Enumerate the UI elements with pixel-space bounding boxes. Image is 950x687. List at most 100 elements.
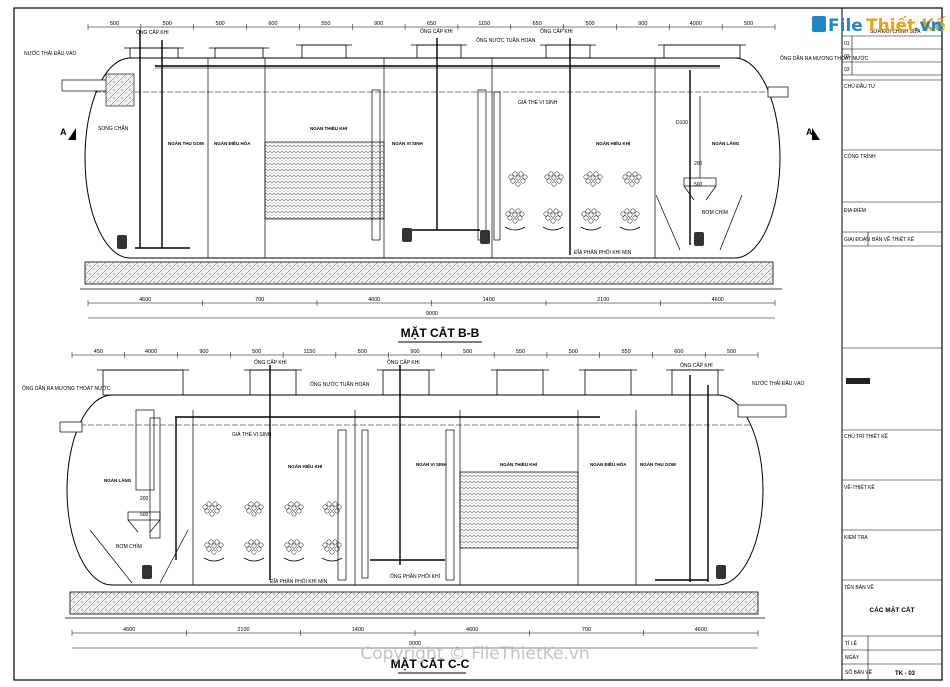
bio-ball [336, 504, 342, 510]
cc-top-dim-value: 500 [358, 349, 367, 355]
bio-ball [593, 171, 599, 177]
cc-baffles [149, 417, 455, 581]
bb-bio-media [504, 171, 642, 231]
bio-ball [336, 542, 342, 548]
cc-top-dim-value: 900 [199, 349, 208, 355]
bio-ball [258, 542, 264, 548]
bio-ball [206, 501, 212, 507]
cc-vertical-pipes [175, 365, 709, 582]
bb-pumps [117, 228, 704, 249]
bio-ball [211, 543, 217, 549]
bio-ball [294, 539, 300, 545]
bb-total-dim: 9000 [426, 311, 438, 317]
bio-ball [588, 218, 594, 224]
bb-section-mark-right: A [806, 127, 813, 137]
bio-ball [557, 211, 563, 217]
bb-label-media: GIÁ THỂ VI SINH [518, 99, 558, 106]
bb-label-d: D100 [676, 120, 688, 126]
bio-ball [555, 215, 561, 221]
bb-label-diffuser: ĐĨA PHÂN PHỐI KHÍ MỊN [574, 249, 632, 256]
cc-top-dim-value: 500 [252, 349, 261, 355]
bio-ball [329, 505, 335, 511]
bb-inlet-pipe [61, 79, 108, 92]
bio-ball [216, 546, 222, 552]
bio-ball [546, 178, 552, 184]
bio-ball [622, 215, 628, 221]
bio-ball [595, 178, 601, 184]
bio-ball [204, 508, 210, 514]
bio-ball [632, 171, 638, 177]
site-logo-icon [812, 16, 826, 32]
bb-label-pipe-top1: ỐNG CẤP KHÍ [136, 29, 169, 36]
bio-ball [286, 546, 292, 552]
bio-ball [551, 175, 557, 181]
bio-ball [591, 208, 597, 214]
bb-label-screen: SONG CHẮN [98, 124, 129, 132]
cc-top-dim-value: 4000 [145, 349, 157, 355]
bio-ball [627, 218, 633, 224]
bio-ball [251, 549, 257, 555]
bio-ball [284, 504, 290, 510]
bio-ball [512, 212, 518, 218]
bio-ball [508, 174, 514, 180]
bio-ball [211, 549, 217, 555]
tb-owner: CHỦ ĐẦU TƯ [844, 83, 876, 90]
cc-label-d500: 500 [140, 512, 149, 518]
bio-ball [291, 543, 297, 549]
bio-ball [553, 208, 559, 214]
bio-ball [622, 174, 628, 180]
cc-label-tank-settle: NGĂN LẮNG [104, 476, 132, 483]
bio-ball [291, 549, 297, 555]
bio-ball [251, 511, 257, 517]
bio-ball [593, 215, 599, 221]
cc-inlet-pipe [737, 404, 787, 418]
cc-top-dim-value: 500 [727, 349, 736, 355]
bb-manholes [124, 44, 746, 59]
bio-ball [626, 171, 632, 177]
bio-ball [329, 549, 335, 555]
cc-top-dim-value: 550 [621, 349, 630, 355]
bio-ball [254, 501, 260, 507]
bb-label-pump: BƠM CHÌM [702, 209, 728, 216]
bio-ball [294, 501, 300, 507]
bb-bottom-dim-value: 700 [255, 297, 264, 303]
bio-ball [585, 178, 591, 184]
diffuser-disc [243, 557, 265, 562]
bio-ball [624, 178, 630, 184]
bb-bottom-dim-value: 1400 [483, 297, 495, 303]
tb-drawing-name: CÁC MẶT CẮT [869, 605, 914, 614]
bb-top-dim-value: 650 [533, 21, 542, 27]
bio-ball [286, 508, 292, 514]
bb-label-inlet: NƯỚC THẢI ĐẦU VÀO [24, 50, 76, 57]
bio-ball [256, 508, 262, 514]
bio-ball [587, 171, 593, 177]
cc-label-d200: 200 [140, 496, 149, 502]
cc-top-dim-value: 450 [94, 349, 103, 355]
cc-settling-cone [89, 409, 189, 584]
tb-phase-label: GIAI ĐOẠN [844, 237, 870, 243]
bio-ball [505, 211, 511, 217]
bio-ball [248, 501, 254, 507]
bio-ball [332, 501, 338, 507]
bb-title: MẶT CẮT B-B [401, 325, 480, 340]
tb-scale-label: TỈ LỆ [845, 639, 858, 647]
bb-label-outlet: ỐNG DẪN RA MƯƠNG THOÁT NƯỚC [780, 55, 869, 62]
cc-label-pipe-air: ỐNG PHÂN PHỐI KHÍ [390, 573, 441, 580]
bio-ball [244, 504, 250, 510]
bb-top-dim-value: 500 [216, 21, 225, 27]
tb-sheet-no: TK - 03 [895, 671, 916, 677]
bio-ball [326, 539, 332, 545]
bio-ball [551, 181, 557, 187]
cc-label-outlet: ỐNG DẪN RA MƯƠNG THOÁT NƯỚC [22, 385, 111, 392]
bb-tank-shell [84, 57, 781, 259]
bio-ball [209, 511, 215, 517]
bio-ball [515, 181, 521, 187]
bb-bottom-dim-value: 4600 [712, 297, 724, 303]
cc-top-dim-value: 900 [410, 349, 419, 355]
tb-row-3: 03 [844, 67, 850, 73]
bio-ball [620, 211, 626, 217]
bb-top-dim-value: 4000 [690, 21, 702, 27]
